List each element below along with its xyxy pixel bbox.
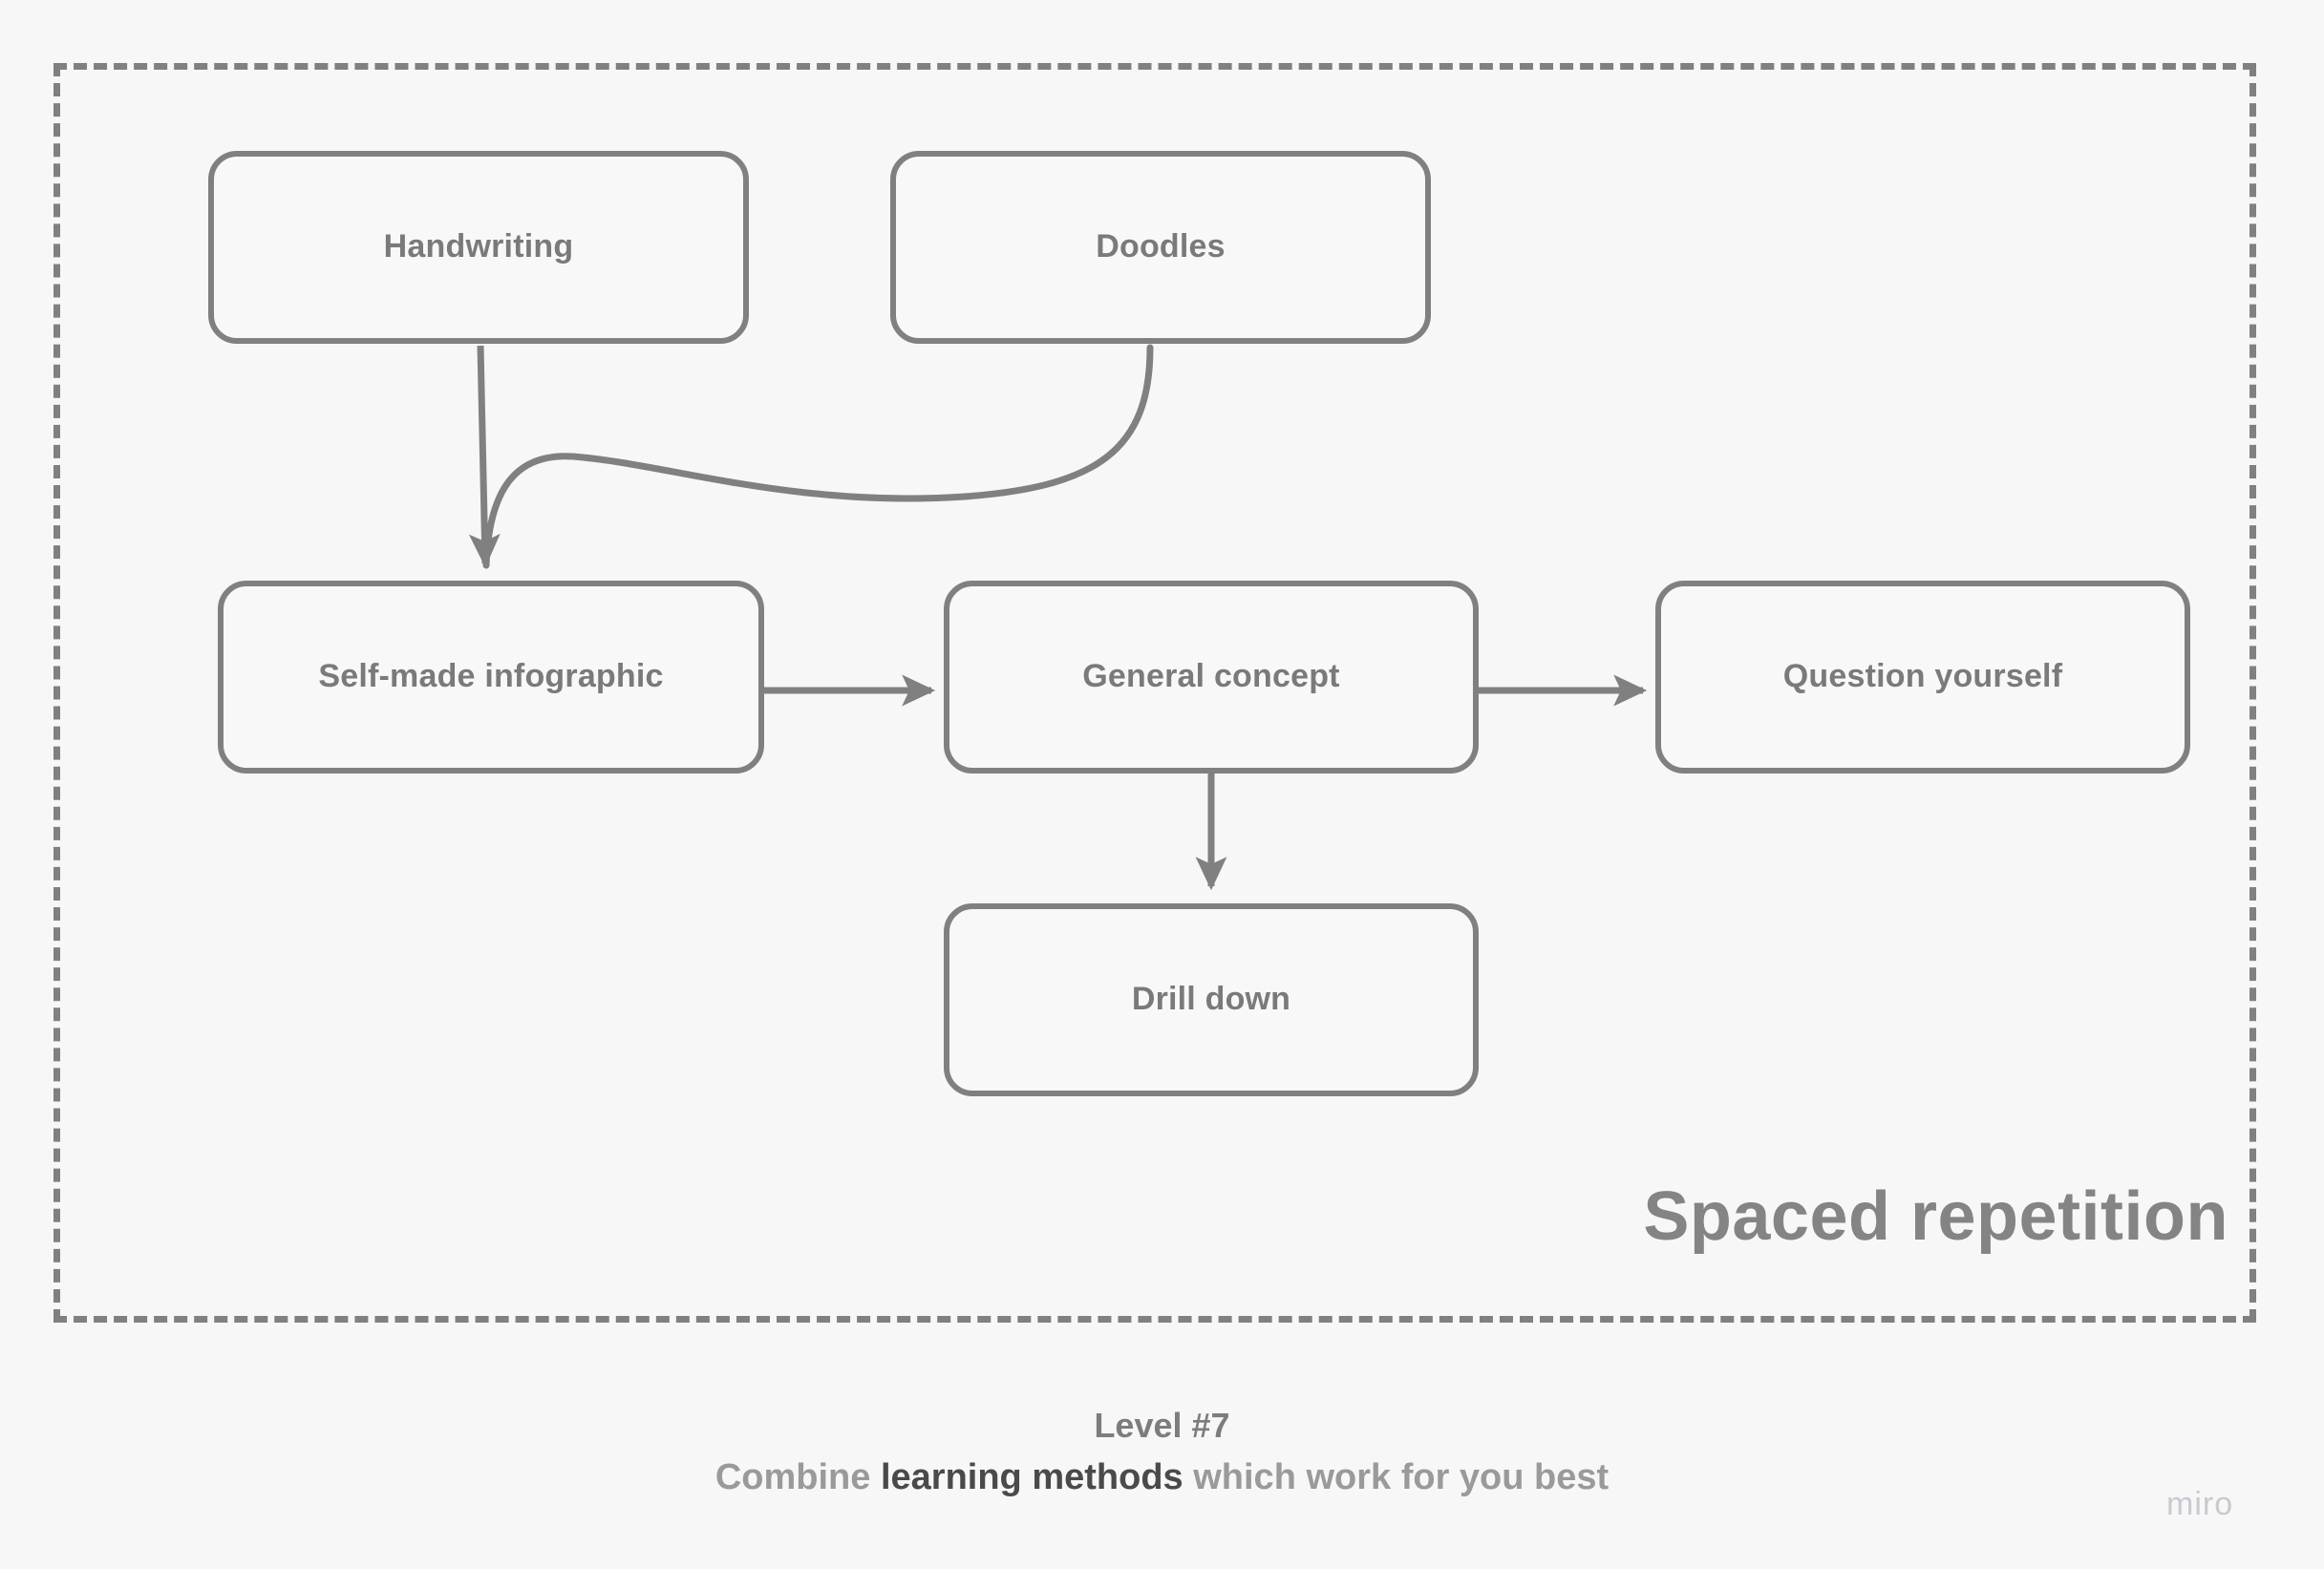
group-title: Spaced repetition — [1643, 1178, 2228, 1255]
node-doodles-label: Doodles — [1096, 228, 1226, 265]
node-self-made-infographic[interactable]: Self-made infographic — [218, 581, 764, 774]
footer-tagline: Combine learning methods which work for … — [0, 1454, 2324, 1501]
node-handwriting-label: Handwriting — [383, 228, 574, 265]
group-frame-dashed-border — [53, 63, 2256, 1323]
footer-tagline-emphasis: learning methods — [880, 1457, 1183, 1497]
node-drill-down-label: Drill down — [1131, 981, 1291, 1018]
footer-caption: Level #7 Combine learning methods which … — [0, 1404, 2324, 1501]
node-self-made-infographic-label: Self-made infographic — [318, 658, 664, 695]
node-general-concept[interactable]: General concept — [944, 581, 1479, 774]
node-general-concept-label: General concept — [1082, 658, 1340, 695]
node-handwriting[interactable]: Handwriting — [208, 151, 749, 344]
node-doodles[interactable]: Doodles — [890, 151, 1431, 344]
node-question-yourself[interactable]: Question yourself — [1655, 581, 2190, 774]
node-question-yourself-label: Question yourself — [1782, 658, 2063, 695]
footer-tagline-suffix: which work for you best — [1183, 1457, 1610, 1497]
footer-tagline-prefix: Combine — [714, 1457, 881, 1497]
footer-level-label: Level #7 — [1094, 1406, 1230, 1445]
node-drill-down[interactable]: Drill down — [944, 903, 1479, 1096]
miro-watermark-logo: miro — [2166, 1486, 2234, 1522]
